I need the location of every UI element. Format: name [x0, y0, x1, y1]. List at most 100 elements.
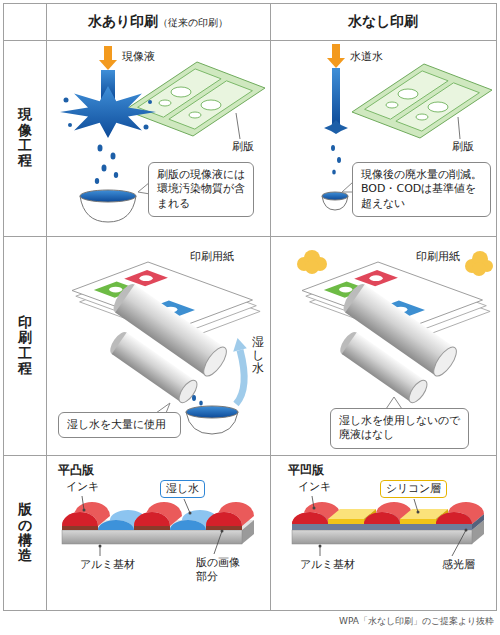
tapwater-scene — [322, 44, 492, 210]
plate-structure-left — [83, 509, 86, 512]
press-with-water — [192, 395, 196, 401]
table-grid — [270, 4, 271, 611]
plate-structure-left — [82, 496, 84, 510]
column-heading: （従来の印刷） — [158, 14, 228, 32]
plate-structure-right — [292, 512, 328, 524]
plate-structure-left — [62, 526, 98, 530]
plate-structure-right — [313, 507, 468, 548]
press-with-water — [89, 281, 231, 409]
press-with-water — [72, 262, 260, 434]
callout-text: 現像後の廃水量の削減。BOD・CODは基準値を超えない — [361, 168, 482, 211]
part-label: 印刷用紙 — [416, 250, 460, 263]
column-heading: 水なし印刷 — [348, 12, 418, 30]
callout-text: 刷版の現像液には環境汚染物質が含まれる — [157, 168, 245, 211]
developer-scene — [102, 165, 107, 172]
plate-structure-left — [206, 502, 254, 526]
plate-structure-left — [62, 512, 98, 526]
press-without-water — [319, 281, 461, 409]
tapwater-scene — [327, 44, 345, 68]
plate-structure-right — [400, 519, 436, 524]
tapwater-scene — [322, 192, 348, 200]
part-label: アルミ基材 — [300, 558, 355, 571]
part-label: インキ — [298, 480, 331, 493]
part-label: 印刷用紙 — [190, 250, 234, 263]
plate-structure-right — [313, 507, 316, 510]
developer-scene — [64, 98, 69, 103]
callout-text: 湿し水を大量に使用 — [67, 418, 172, 432]
callout-text: 湿し水を使用しないので廃液はなし — [339, 414, 460, 443]
table-grid — [4, 4, 497, 611]
plate-structure-left — [170, 520, 206, 530]
developer-scene — [144, 125, 149, 130]
press-without-water — [297, 250, 493, 409]
table-grid — [46, 4, 47, 611]
plate-structure-right — [436, 512, 472, 524]
tapwater-scene — [332, 169, 336, 174]
plate-structure-left — [99, 545, 102, 548]
tapwater-scene — [337, 157, 341, 163]
plate-structure-left — [83, 509, 224, 548]
layer-tag: シリコン層 — [380, 480, 447, 498]
callout-box: 湿し水を使用しないので廃液はなし — [330, 408, 469, 449]
plate-structure-right — [319, 545, 322, 548]
row-header: 現像工程 — [3, 40, 46, 236]
plate-structure-right — [292, 524, 472, 530]
plate-structure-left — [134, 526, 170, 530]
column-header: 水なし印刷 — [269, 3, 496, 40]
part-label: 刷版 — [452, 140, 474, 153]
plate-structure-left — [82, 496, 222, 556]
part-label: 感光層 — [442, 558, 475, 571]
plate-structure-right — [436, 502, 484, 524]
developer-scene — [95, 178, 99, 184]
tapwater-scene — [352, 64, 492, 138]
press-with-water — [233, 338, 247, 352]
tapwater-scene — [458, 117, 460, 139]
part-label: 版の画像部分 — [196, 556, 240, 585]
layer-tag: 湿し水 — [160, 480, 205, 498]
plate-type-label: 平凸版 — [58, 463, 94, 477]
developer-scene — [68, 123, 72, 127]
callout-box: 湿し水を大量に使用 — [58, 412, 181, 438]
tag-text: シリコン層 — [386, 482, 441, 496]
table-grid — [4, 40, 497, 41]
plate-structure-left — [134, 502, 182, 526]
developer-scene — [148, 100, 152, 104]
developer-scene — [236, 113, 240, 139]
press-without-water — [297, 250, 493, 276]
tapwater-scene — [324, 120, 348, 134]
plate-structure-left — [206, 526, 242, 530]
part-label: インキ — [66, 480, 99, 493]
plate-structure-left — [62, 502, 110, 526]
plate-structure-right — [465, 529, 468, 532]
plate-structure-left — [221, 530, 224, 533]
plate-structure-left — [134, 512, 170, 526]
table-grid — [4, 455, 497, 456]
developer-scene — [114, 172, 118, 178]
plate-structure-right — [364, 512, 400, 524]
plate-structure-right — [292, 530, 472, 544]
table-grid — [4, 4, 497, 611]
plate-structure-left — [98, 520, 134, 530]
part-label: 刷版 — [232, 140, 254, 153]
developer-scene — [60, 46, 265, 222]
tapwater-scene — [332, 68, 340, 126]
developer-scene — [60, 86, 156, 138]
developer-scene — [99, 46, 117, 70]
part-label: アルミ基材 — [80, 558, 135, 571]
row-heading: 現像工程 — [18, 107, 32, 169]
tag-text: 湿し水 — [166, 482, 199, 496]
press-with-water — [186, 406, 238, 418]
part-label: 現像液 — [122, 50, 155, 63]
plate-structure-right — [328, 519, 364, 524]
plate-structure-right — [292, 496, 484, 556]
plate-structure-right — [312, 496, 466, 556]
column-heading: 水あり印刷 — [88, 12, 158, 30]
plate-structure-left — [62, 496, 254, 556]
developer-scene — [80, 190, 136, 202]
callout-box: 現像後の廃水量の削減。BOD・CODは基準値を超えない — [352, 162, 491, 217]
plate-structure-left — [189, 512, 192, 515]
row-header: 印刷工程 — [3, 236, 46, 455]
plate-type-label: 平凹版 — [288, 463, 324, 477]
